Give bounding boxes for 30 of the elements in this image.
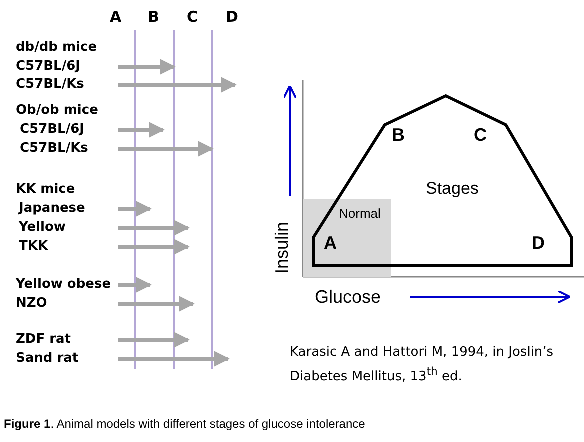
- region-label: Normal: [339, 206, 381, 221]
- stage-label: C: [187, 8, 198, 26]
- model-label: TKK: [19, 239, 48, 254]
- model-label: C57BL/6J: [20, 122, 84, 137]
- stage-label: D: [226, 8, 238, 26]
- stage-letter: B: [392, 125, 405, 146]
- group-heading: Ob/ob mice: [16, 103, 98, 118]
- stage-label: A: [110, 8, 122, 26]
- model-label: NZO: [16, 296, 48, 311]
- stage-letter: D: [532, 233, 545, 254]
- group-heading: KK mice: [16, 182, 76, 197]
- stage-letter: A: [324, 233, 337, 254]
- axis-label: Glucose: [315, 287, 382, 308]
- normal-region: [303, 199, 391, 277]
- stage-shape: [313, 95, 574, 268]
- figure-caption: Figure 1. Animal models with different stages of glucose intolerance: [4, 417, 366, 431]
- group-heading: db/db mice: [16, 40, 98, 55]
- stage-letter: C: [474, 125, 487, 146]
- model-label: C57BL/Ks: [16, 77, 84, 92]
- stage-label: B: [148, 8, 160, 26]
- model-label: C57BL/6J: [16, 59, 80, 74]
- model-label: Yellow: [19, 220, 66, 235]
- citation-text: Karasic A and Hattori M, 1994, in Joslin’s Diabetes Mellitus, 13$^{th}$ ed.: [290, 344, 555, 386]
- stages-label: Stages: [426, 179, 479, 199]
- model-label: ZDF rat: [16, 332, 72, 347]
- model-label: Sand rat: [16, 351, 79, 366]
- axis-label: Insulin: [272, 222, 293, 274]
- model-label: Japanese: [19, 201, 86, 216]
- model-label: C57BL/Ks: [20, 141, 88, 156]
- model-label: Yellow obese: [16, 277, 112, 292]
